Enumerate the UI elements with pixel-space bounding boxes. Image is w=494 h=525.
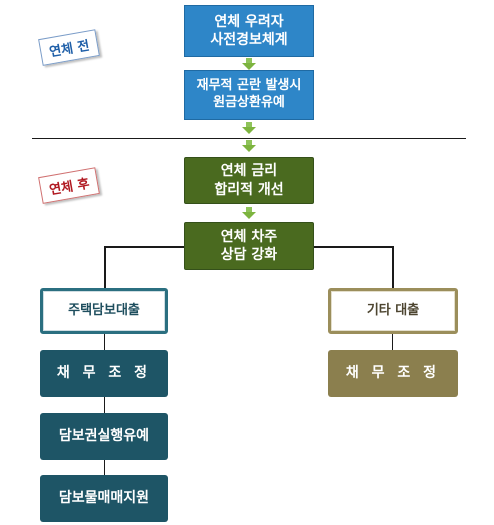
rate-improvement-line2: 합리적 개선 — [214, 181, 284, 198]
debt-adjust-left-label: 채 무 조 정 — [56, 365, 152, 382]
other-loan-label: 기타 대출 — [366, 302, 420, 318]
connector-left-3 — [104, 460, 105, 475]
connector-right-h — [314, 246, 394, 248]
debt-adjust-right-box: 채 무 조 정 — [328, 350, 458, 397]
principal-deferral-line1: 재무적 곤란 발생시 — [196, 78, 302, 94]
connector-left-h — [104, 246, 184, 248]
counseling-line2: 상담 강화 — [220, 247, 278, 263]
connector-right-1 — [392, 334, 393, 350]
collateral-sale-box: 담보물매매지원 — [40, 475, 168, 522]
early-warning-line2: 사전경보체계 — [210, 32, 288, 48]
connector-left-v — [104, 246, 106, 288]
housing-loan-label: 주택담보대출 — [68, 302, 140, 318]
debt-adjust-left-box: 채 무 조 정 — [40, 350, 168, 397]
housing-loan-box: 주택담보대출 — [40, 288, 168, 334]
collateral-defer-label: 담보권실행유예 — [58, 428, 150, 445]
stage-divider — [32, 138, 466, 139]
principal-deferral-line2: 원금상환유예 — [213, 95, 285, 110]
other-loan-box: 기타 대출 — [328, 288, 458, 334]
early-warning-line1: 연체 우려자 — [214, 13, 284, 30]
stage-tag-after: 연체 후 — [38, 167, 101, 204]
counseling-box: 연체 차주 상담 강화 — [184, 222, 314, 270]
early-warning-box: 연체 우려자 사전경보체계 — [184, 5, 314, 57]
principal-deferral-box: 재무적 곤란 발생시 원금상환유예 — [184, 70, 314, 120]
counseling-line1: 연체 차주 — [220, 228, 278, 245]
rate-improvement-box: 연체 금리 합리적 개선 — [184, 157, 314, 204]
connector-left-1 — [104, 334, 105, 350]
collateral-sale-label: 담보물매매지원 — [58, 490, 150, 507]
stage-tag-before: 연체 전 — [38, 29, 101, 66]
connector-right-v — [392, 246, 394, 288]
connector-left-2 — [104, 397, 105, 413]
rate-improvement-line1: 연체 금리 — [220, 163, 278, 180]
stage-tag-after-label: 연체 후 — [48, 176, 91, 199]
debt-adjust-right-label: 채 무 조 정 — [345, 365, 441, 382]
stage-tag-before-label: 연체 전 — [48, 38, 91, 61]
collateral-defer-box: 담보권실행유예 — [40, 413, 168, 460]
